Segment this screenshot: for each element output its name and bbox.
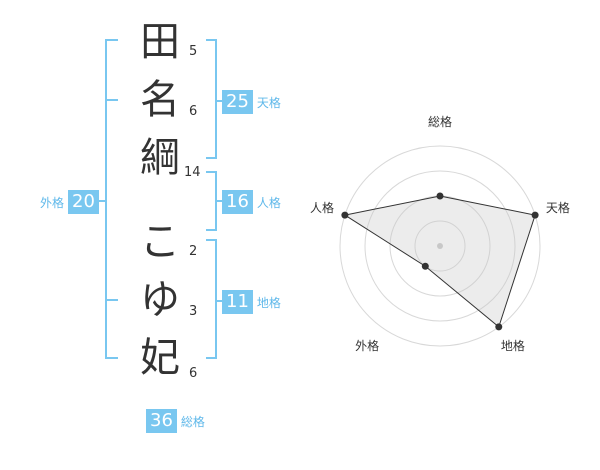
- jinkaku-label: 人格: [256, 195, 281, 210]
- jinkaku-badge: 16 人格: [222, 190, 281, 214]
- radar-point-3: [495, 323, 503, 331]
- chikaku-label: 地格: [256, 295, 281, 310]
- radar-ring-3: [364, 170, 516, 322]
- tenkaku-bracket: [206, 39, 217, 159]
- radar-ring-1: [414, 220, 466, 272]
- soukaku-label: 総格: [180, 414, 205, 429]
- stroke-count-5: 3: [189, 304, 198, 319]
- tenkaku-value: 25: [222, 90, 253, 114]
- radar-polygon: [343, 195, 536, 328]
- radar-center-dot: [437, 243, 443, 249]
- gaikaku-value: 20: [68, 190, 99, 214]
- radar-point-2: [531, 211, 539, 219]
- stroke-count-1: 5: [189, 44, 198, 59]
- radar-axis-label-3: 地格: [500, 339, 525, 354]
- radar-ring-4: [339, 145, 541, 347]
- chikaku-badge: 11 地格: [222, 290, 281, 314]
- radar-axis-label-5: 人格: [310, 200, 335, 215]
- tenkaku-badge: 25 天格: [222, 90, 281, 114]
- stroke-count-4: 2: [189, 244, 198, 259]
- radar-point-4: [421, 262, 429, 270]
- name-char-4: こ: [140, 219, 180, 265]
- soukaku-badge: 36 総格: [146, 409, 205, 433]
- gaikaku-label: 外格: [40, 195, 65, 210]
- gaikaku-badge: 外格 20: [40, 190, 99, 214]
- gaikaku-bracket: [105, 39, 118, 359]
- radar-point-1: [436, 192, 444, 200]
- name-char-2: 名: [140, 77, 180, 123]
- chikaku-value: 11: [222, 290, 253, 314]
- chikaku-bracket: [206, 239, 217, 359]
- radar-axis-label-1: 総格: [427, 115, 452, 129]
- name-char-6: 妃: [140, 335, 180, 381]
- radar-axis-label-2: 天格: [545, 200, 570, 215]
- name-char-3: 綱: [140, 135, 180, 181]
- tenkaku-label: 天格: [256, 95, 281, 110]
- stroke-count-2: 6: [189, 104, 198, 119]
- radar-point-5: [341, 211, 349, 219]
- stroke-count-6: 6: [189, 366, 198, 381]
- name-char-1: 田: [140, 19, 180, 65]
- name-char-5: ゆ: [140, 277, 180, 323]
- stroke-count-3: 14: [184, 165, 201, 180]
- soukaku-value: 36: [146, 409, 177, 433]
- radar-axis-label-4: 外格: [355, 339, 380, 354]
- jinkaku-value: 16: [222, 190, 253, 214]
